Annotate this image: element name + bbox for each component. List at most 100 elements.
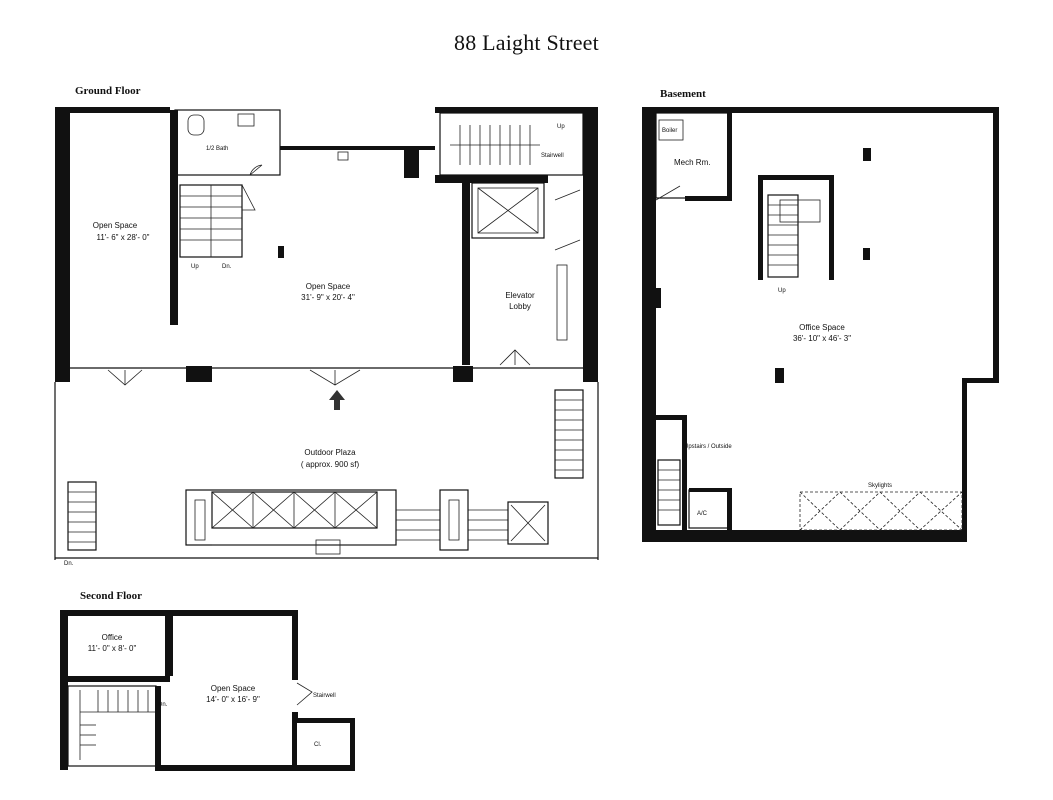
interior-wall-left (170, 110, 178, 325)
office-south-wall (60, 676, 170, 682)
planter-small (439, 489, 469, 551)
basement-plan: Boiler Mech Rm. Up Office Space 36'- 10"… (642, 107, 999, 542)
second-north-wall (60, 610, 297, 616)
left-stair-door-icon (241, 184, 256, 211)
second-stairwell-label: Stairwell (313, 693, 336, 699)
mech-room-wall (727, 113, 732, 201)
planter-cross-icon (510, 504, 546, 542)
second-south-wall (160, 765, 355, 771)
sink-icon (237, 113, 255, 127)
mech-room-south-wall (685, 196, 732, 201)
plaza-steps (212, 509, 508, 546)
elevator-lobby-label-1: Elevator (505, 291, 535, 300)
office-label: Office (102, 633, 123, 642)
ground-north-wall-left (55, 107, 170, 113)
skylights-cross-icon (799, 491, 963, 531)
second-open-space-label: Open Space (211, 684, 256, 693)
stairwell-top (439, 112, 584, 176)
plaza-stairs-left (67, 481, 97, 551)
planter-boxes (211, 491, 378, 529)
mech-room (655, 112, 731, 199)
boiler-box (658, 119, 684, 141)
second-stair-wall (155, 686, 161, 771)
ac-room (688, 489, 730, 529)
second-open-space-dims: 14'- 0" x 16'- 9" (206, 695, 260, 704)
ac-label: A/C (697, 511, 708, 517)
elevator-car (477, 187, 539, 234)
entrance-arrow-icon (329, 390, 345, 410)
column (863, 248, 870, 260)
basement-south-wall (642, 530, 967, 542)
outdoor-plaza-label: Outdoor Plaza (304, 448, 356, 457)
storefront-door-icon (107, 369, 143, 386)
basement-north-wall (642, 107, 998, 113)
basement-stair-wall-left (758, 175, 763, 280)
column (583, 366, 598, 382)
stair-up-label: Up (191, 264, 199, 270)
plaza-stairs-left-treads (68, 491, 96, 543)
open-space-center-dims: 31'- 9" x 20'- 4" (301, 293, 355, 302)
basement-label: Basement (660, 88, 706, 100)
column (775, 368, 784, 383)
basement-stairs (767, 194, 799, 278)
second-east-wall-stub (292, 712, 298, 722)
basement-up-label: Up (778, 288, 786, 294)
elevator-shaft (471, 182, 545, 239)
closet-west-wall (292, 718, 297, 771)
mech-door-icon (655, 185, 681, 201)
ground-north-wall-right (435, 107, 598, 113)
bench-icon (315, 539, 341, 555)
planter-small-cross (507, 501, 549, 545)
ground-east-wall (583, 107, 598, 382)
basement-lower-stair-wall (656, 415, 686, 420)
stairwell-treads (450, 125, 540, 165)
open-space-left-label: Open Space (93, 221, 138, 230)
stairwell-door-icon (296, 682, 313, 706)
second-west-wall (60, 610, 68, 770)
basement-stair-treads (768, 199, 821, 266)
column (656, 288, 661, 308)
left-stair-treads (180, 185, 242, 257)
page-title: 88 Laight Street (454, 30, 599, 55)
upstairs-outside-label: Upstairs / Outside (684, 444, 732, 450)
column (278, 246, 284, 258)
column (404, 150, 419, 178)
skylights-area (799, 491, 963, 531)
column (55, 366, 70, 382)
basement-lower-stair-treads (658, 469, 680, 511)
open-space-center-label: Open Space (306, 282, 351, 291)
second-stair-down-label: Dn. (158, 702, 168, 708)
outdoor-plaza-area: ( approx. 900 sf) (301, 460, 360, 469)
storefront-door-icon (309, 369, 361, 386)
ground-floor-plan: 1/2 Bath Open Space 11'- 6" x 28'- 0" Op… (54, 107, 599, 567)
basement-stair-wall-right (829, 175, 834, 280)
plaza-stairs-right-treads (555, 399, 583, 471)
column (863, 148, 871, 161)
ac-room-top-wall (689, 488, 732, 492)
ground-floor-label: Ground Floor (75, 85, 141, 97)
fixture-icon (337, 151, 349, 161)
closet-north-wall (292, 718, 355, 723)
bench-icon (448, 499, 460, 541)
stairwell-wall (435, 175, 548, 183)
half-bath-room (174, 109, 281, 176)
stairwell-door-icon (554, 189, 581, 251)
ground-north-wall-center-fill (280, 146, 435, 150)
basement-lower-stair-wall-right (682, 415, 687, 530)
second-stair-area (67, 685, 157, 767)
skylights-label: Skylights (868, 483, 892, 489)
elevator-cross-icon (477, 187, 539, 234)
mech-room-label: Mech Rm. (674, 158, 710, 167)
open-space-left-dims: 11'- 6" x 28'- 0" (96, 233, 149, 242)
basement-east-lower-wall (962, 378, 967, 538)
second-floor-plan: Office 11'- 0" x 8'- 0" Open Space 14'- … (60, 610, 355, 771)
boiler-label: Boiler (662, 128, 677, 134)
basement-east-step-wall (962, 378, 999, 383)
office-space-label: Office Space (799, 323, 845, 332)
closet-east-wall (350, 718, 355, 771)
half-bath-label: 1/2 Bath (206, 146, 228, 152)
basement-stair-wall (758, 175, 834, 180)
second-stair-treads (79, 690, 156, 760)
second-east-wall-upper (292, 610, 298, 680)
